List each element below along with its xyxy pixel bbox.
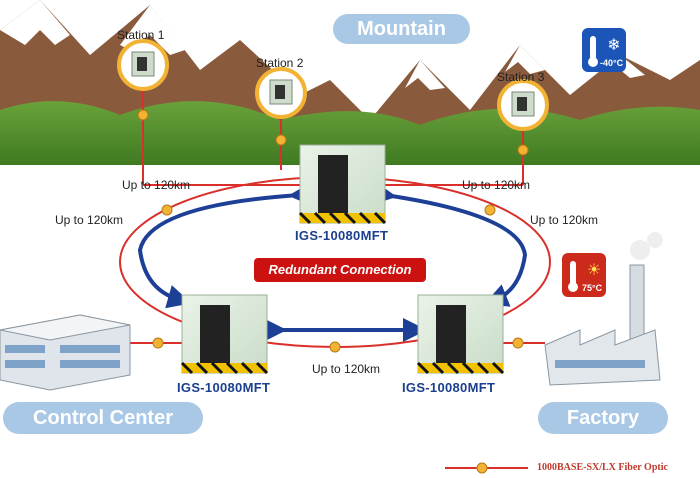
distance-label-top-right: Up to 120km [462, 178, 531, 192]
control-center-building [0, 314, 131, 391]
station-3-label: Station 3 [497, 70, 545, 84]
station-2-label: Station 2 [256, 56, 304, 70]
distance-label-left: Up to 120km [55, 213, 124, 227]
switch-left [180, 294, 269, 375]
hot-temp-label: 75°C [582, 283, 603, 293]
distance-label-right: Up to 120km [530, 213, 599, 227]
station-2-device [255, 67, 307, 119]
snowflake-icon: ❄ [582, 28, 626, 72]
distance-label-top-left: Up to 120km [122, 178, 191, 192]
station-3-device [497, 79, 549, 131]
distance-label-bottom: Up to 120km [312, 362, 381, 376]
legend-label: 1000BASE-SX/LX Fiber Optic [537, 462, 668, 473]
factory-building [544, 232, 663, 386]
svg-text:☀: ☀ [587, 260, 601, 279]
svg-text:❄: ❄ [607, 35, 620, 54]
page-title: Mountain [333, 14, 470, 44]
control-center-label: Control Center [3, 402, 203, 434]
redundant-connection-badge: Redundant Connection [254, 258, 426, 282]
switch-top-model: IGS-10080MFT [295, 228, 389, 243]
station-1-label: Station 1 [117, 28, 165, 42]
redundant-arrows [137, 181, 528, 342]
legend-fiber-sample [445, 462, 528, 474]
station-1-device [117, 39, 169, 91]
switch-right-model: IGS-10080MFT [402, 380, 496, 395]
factory-label: Factory [538, 402, 668, 434]
cold-temp-label: -40°C [600, 58, 624, 68]
switch-left-model: IGS-10080MFT [177, 380, 271, 395]
switch-right [416, 294, 505, 375]
switch-top [298, 144, 387, 225]
sun-icon: ☀ [562, 253, 606, 297]
